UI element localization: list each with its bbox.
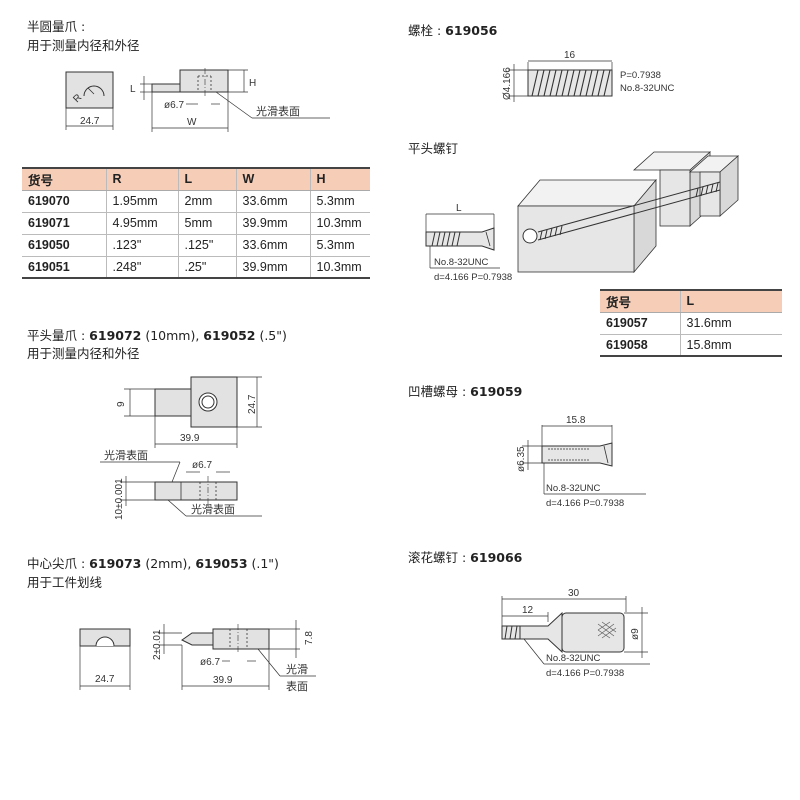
cell: 619058: [600, 334, 680, 357]
knurled-12-label: 12: [522, 605, 534, 616]
table-row: 619057 31.6mm: [600, 312, 782, 335]
flat-screw-spec-label: d=4.166 P=0.7938: [434, 272, 512, 283]
cell: 31.6mm: [679, 312, 782, 335]
cell: 15.8mm: [679, 334, 782, 357]
col-header: W: [235, 167, 310, 191]
flat-jaw-subtitle: 用于测量内径和外径: [27, 346, 140, 361]
cell: 619071: [22, 212, 106, 235]
knurled-30-label: 30: [568, 588, 580, 599]
groove-nut-len-label: 15.8: [566, 415, 586, 426]
cell: 5mm: [177, 212, 236, 235]
flat-jaw-247-label: 24.7: [247, 394, 258, 414]
cell: 33.6mm: [235, 190, 310, 213]
cell: .248": [105, 256, 178, 279]
half-round-jaw-drawing: R 24.7 L H ø6.7 W 光滑表面: [65, 68, 330, 132]
center-point-jaw-title: 中心尖爪 : 619073 (2mm), 619053 (.1"): [27, 556, 279, 571]
knurled-dia-label: ø9: [630, 628, 641, 640]
half-round-smooth-label: 光滑表面: [256, 104, 300, 118]
flat-screw-thread-label: No.8-32UNC: [434, 257, 489, 268]
half-round-l-label: L: [130, 84, 136, 95]
col-header: 货号: [600, 289, 680, 313]
col-header: L: [679, 289, 782, 313]
knurled-screw-title: 滚花螺钉 : 619066: [408, 550, 523, 565]
cell: 619051: [22, 256, 106, 279]
col-header: 货号: [22, 167, 106, 191]
col-header: H: [309, 167, 370, 191]
half-round-jaw-subtitle: 用于测量内径和外径: [27, 38, 140, 53]
cell: 39.9mm: [235, 256, 310, 279]
table-row: 619070 1.95mm 2mm 33.6mm 5.3mm: [22, 190, 370, 213]
flat-screw-l-label: L: [456, 203, 462, 214]
center-jaw-smooth2-label: 表面: [286, 679, 308, 693]
bolt-drawing: 16 Ø4.166 P=0.7938 No.8-32UNC: [502, 50, 675, 102]
table-header-row: 货号 L: [600, 289, 782, 313]
flat-jaw-drawing: 9 24.7 39.9 光滑表面 ø6.7 10±0.001 光滑表面: [100, 376, 262, 520]
knurled-thread-label: No.8-32UNC: [546, 653, 601, 664]
cell: 1.95mm: [105, 190, 178, 213]
groove-nut-thread-label: No.8-32UNC: [546, 483, 601, 494]
cell: 2mm: [177, 190, 236, 213]
groove-nut-spec-label: d=4.166 P=0.7938: [546, 498, 624, 509]
half-round-jaw-title: 半圆量爪 :: [27, 19, 86, 34]
knurled-spec-label: d=4.166 P=0.7938: [546, 668, 624, 679]
flat-screw-title: 平头螺钉: [408, 141, 459, 156]
flat-jaw-9-label: 9: [116, 401, 127, 407]
center-jaw-dia-label: ø6.7: [200, 657, 220, 668]
flat-jaw-dia-label: ø6.7: [192, 460, 212, 471]
col-header: L: [177, 167, 236, 191]
flat-jaw-smooth-top-label: 光滑表面: [104, 448, 148, 462]
cell: .125": [177, 234, 236, 257]
center-jaw-smooth1-label: 光滑: [286, 662, 308, 676]
center-jaw-78-label: 7.8: [304, 631, 315, 645]
table-row: 619071 4.95mm 5mm 39.9mm 10.3mm: [22, 212, 370, 235]
cell: 619070: [22, 190, 106, 213]
table-header-row: 货号 R L W H: [22, 167, 370, 191]
cell: 5.3mm: [309, 234, 370, 257]
cell: 39.9mm: [235, 212, 310, 235]
center-point-jaw-subtitle: 用于工件划线: [27, 575, 103, 590]
bolt-thread-label: No.8-32UNC: [620, 83, 675, 94]
bolt-len-label: 16: [564, 50, 576, 61]
half-round-h-label: H: [249, 78, 256, 89]
half-round-jaw-table: 货号 R L W H 619070 1.95mm 2mm 33.6mm 5.3m…: [22, 167, 370, 279]
bolt-title: 螺栓 : 619056: [408, 23, 498, 38]
center-jaw-399-label: 39.9: [213, 675, 233, 686]
center-jaw-247-label: 24.7: [95, 674, 115, 685]
bolt-dia-label: Ø4.166: [502, 67, 513, 100]
cell: 10.3mm: [309, 212, 370, 235]
flat-screw-table: 货号 L 619057 31.6mm 619058 15.8mm: [600, 289, 782, 357]
half-round-w-label: W: [187, 117, 197, 128]
knurled-screw-drawing: 30 12 ø9 No.8-32UNC d=4.166 P=0.7938: [501, 588, 650, 679]
half-round-dia-label: ø6.7: [164, 100, 184, 111]
flat-jaw-thickness-label: 10±0.001: [114, 478, 125, 520]
center-point-jaw-drawing: 24.7 2±0.01 7.8 ø6.7 39.9 光滑 表面: [79, 620, 316, 693]
cell: .25": [177, 256, 236, 279]
half-round-width-label: 24.7: [80, 116, 100, 127]
table-row: 619050 .123" .125" 33.6mm 5.3mm: [22, 234, 370, 257]
center-jaw-tol-label: 2±0.01: [152, 629, 163, 660]
cell: .123": [105, 234, 178, 257]
bolt-pitch-label: P=0.7938: [620, 70, 661, 81]
flat-jaw-smooth-bottom-label: 光滑表面: [191, 502, 235, 516]
table-row: 619051 .248" .25" 39.9mm 10.3mm: [22, 256, 370, 279]
table-row: 619058 15.8mm: [600, 334, 782, 357]
col-header: R: [105, 167, 178, 191]
cell: 619050: [22, 234, 106, 257]
groove-nut-title: 凹槽螺母 : 619059: [408, 384, 523, 399]
flat-jaw-399-label: 39.9: [180, 433, 200, 444]
flat-jaw-title: 平头量爪 : 619072 (10mm), 619052 (.5"): [27, 328, 287, 343]
cell: 619057: [600, 312, 680, 335]
flat-screw-drawing: L No.8-32UNC d=4.166 P=0.7938: [425, 151, 740, 283]
groove-nut-drawing: 15.8 ø6.35 No.8-32UNC d=4.166 P=0.7938: [516, 415, 646, 509]
cell: 33.6mm: [235, 234, 310, 257]
groove-nut-dia-label: ø6.35: [516, 446, 527, 472]
cell: 5.3mm: [309, 190, 370, 213]
cell: 10.3mm: [309, 256, 370, 279]
cell: 4.95mm: [105, 212, 178, 235]
